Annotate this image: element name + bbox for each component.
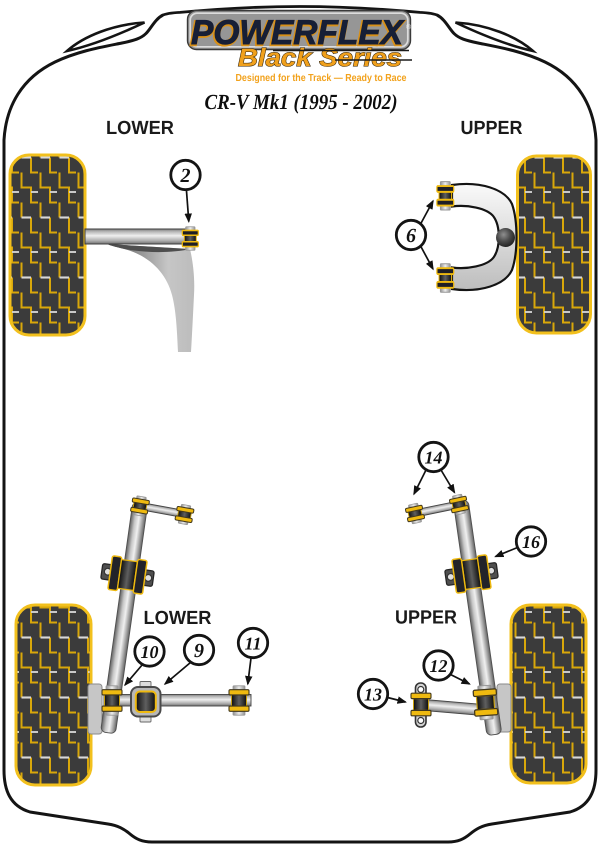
svg-text:Designed for the Track — Ready: Designed for the Track — Ready to Race	[236, 73, 407, 84]
svg-text:11: 11	[244, 634, 261, 654]
svg-text:9: 9	[194, 640, 204, 662]
svg-text:10: 10	[141, 642, 159, 662]
svg-text:LOWER: LOWER	[144, 608, 212, 629]
svg-text:POWERFLEX: POWERFLEX	[191, 14, 405, 52]
svg-text:UPPER: UPPER	[461, 118, 523, 139]
svg-text:6: 6	[406, 225, 416, 247]
svg-text:Black Series: Black Series	[238, 44, 402, 72]
svg-text:16: 16	[522, 532, 540, 552]
svg-text:POWERFLEX: POWERFLEX	[190, 15, 404, 53]
svg-text:UPPER: UPPER	[395, 608, 457, 629]
svg-text:CR-V Mk1 (1995 - 2002): CR-V Mk1 (1995 - 2002)	[205, 90, 398, 114]
svg-text:2: 2	[180, 165, 191, 187]
svg-text:12: 12	[430, 656, 448, 676]
svg-text:LOWER: LOWER	[106, 118, 174, 139]
svg-text:®: ®	[406, 24, 412, 31]
svg-text:14: 14	[425, 448, 443, 468]
svg-text:13: 13	[364, 685, 382, 705]
